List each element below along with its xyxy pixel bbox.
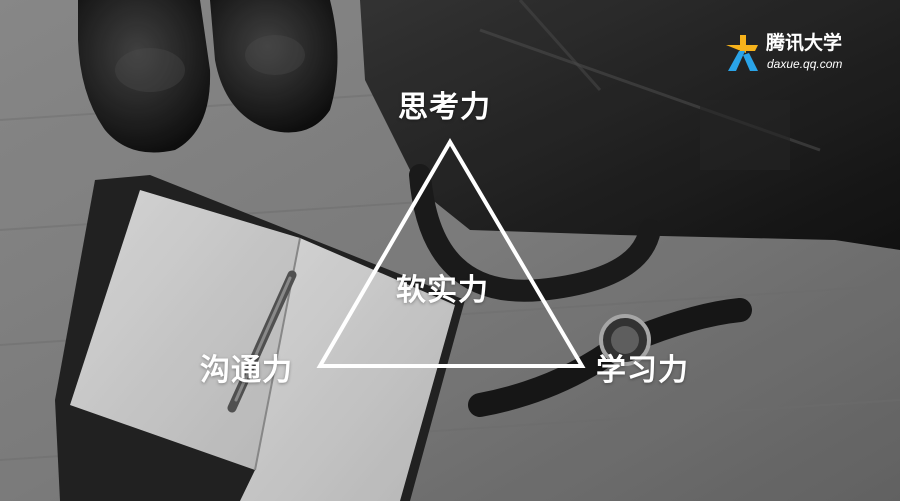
wristwatch-icon	[468, 298, 752, 417]
tencent-university-logo: 腾讯大学 daxue.qq.com	[722, 33, 872, 73]
communication-ability-label: 沟通力	[200, 353, 293, 388]
triangle-diagram	[316, 138, 586, 368]
thinking-ability-label: 思考力	[398, 90, 491, 125]
logo-name: 腾讯大学	[766, 32, 843, 54]
pen-icon	[227, 270, 297, 413]
leather-shoes-icon	[78, 0, 338, 153]
briefcase-icon	[360, 0, 900, 302]
learning-ability-label: 学习力	[596, 353, 689, 388]
logo-url: daxue.qq.com	[767, 57, 843, 71]
tencent-university-star-icon	[726, 35, 758, 71]
soft-power-label: 软实力	[396, 273, 489, 308]
